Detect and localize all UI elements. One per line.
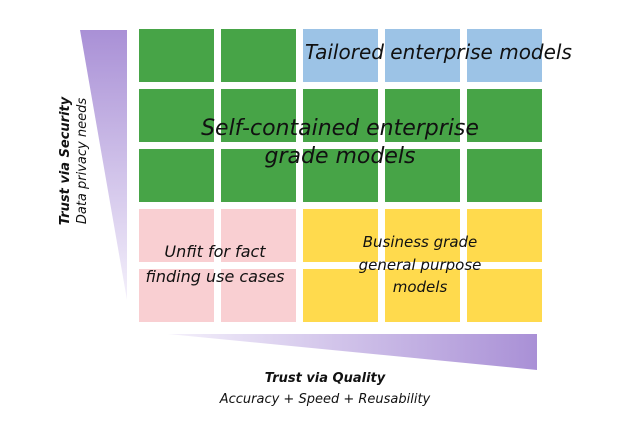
unfit-label: Unfit for fact finding use cases — [140, 240, 290, 290]
unfit-line2: finding use cases — [145, 266, 285, 286]
y-axis-subtitle: Data privacy needs — [75, 97, 90, 225]
grid-cell — [303, 269, 378, 322]
grid-cell — [139, 29, 214, 82]
grid-cell — [139, 149, 214, 202]
grid-cell — [467, 89, 542, 142]
grid-cell — [139, 269, 214, 322]
x-axis-subtitle: Accuracy + Speed + Reusability — [219, 392, 431, 407]
quality-gradient-wedge — [168, 334, 537, 370]
self-contained-label: Self-contained enterprise grade models — [190, 115, 490, 170]
grid-cell — [139, 209, 214, 262]
grid-cell — [467, 209, 542, 262]
grid-cell — [221, 149, 296, 202]
unfit-line1: Unfit for fact — [164, 242, 266, 261]
business-line3: models — [392, 278, 448, 296]
grid-cell — [303, 149, 378, 202]
tailored-enterprise-label: Tailored enterprise models — [305, 40, 572, 64]
grid-cell — [467, 269, 542, 322]
grid-cell — [221, 29, 296, 82]
business-line1: Business grade — [362, 233, 478, 251]
grid-cell — [467, 149, 542, 202]
grid-cell — [303, 29, 378, 82]
business-line2: general purpose — [358, 255, 482, 274]
grid-cell — [385, 29, 460, 82]
business-grade-label: Business grade general purpose models — [345, 231, 495, 299]
grid-cell — [385, 89, 460, 142]
grid-cell — [467, 29, 542, 82]
grid-cell — [221, 269, 296, 322]
grid-cell — [385, 149, 460, 202]
grid-cell — [139, 89, 214, 142]
grid-cell — [303, 89, 378, 142]
grid-cell — [221, 209, 296, 262]
x-axis-title: Trust via Quality — [264, 371, 386, 386]
grid-cell — [385, 269, 460, 322]
grid-cell — [303, 209, 378, 262]
self-contained-line2: grade models — [264, 143, 416, 169]
y-axis-title: Trust via Security — [58, 96, 73, 226]
grid-cell — [385, 209, 460, 262]
self-contained-line1: Self-contained enterprise — [201, 116, 479, 141]
grid-cell — [221, 89, 296, 142]
